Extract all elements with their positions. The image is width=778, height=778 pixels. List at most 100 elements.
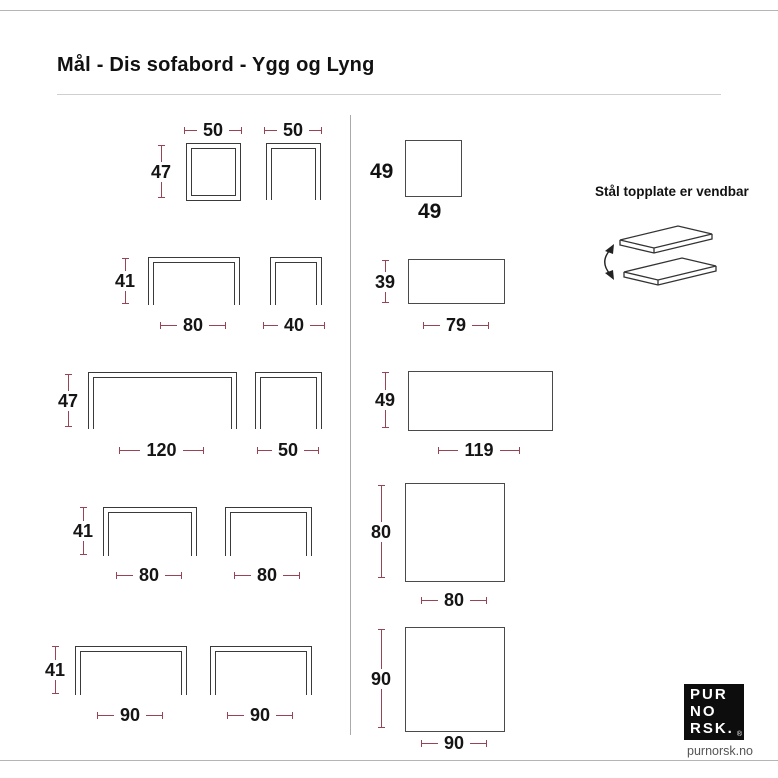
dimension-tick-line — [157, 145, 165, 162]
dimension-tick-line — [165, 571, 182, 579]
logo-line: PUR — [690, 686, 728, 703]
dimension-value: 47 — [150, 161, 172, 182]
dimension-tick-line — [229, 126, 242, 134]
column-divider — [350, 115, 351, 735]
dimension-label: 41 — [68, 507, 98, 555]
dimension-value: 80 — [443, 590, 465, 610]
dimension-tick-line — [470, 596, 487, 604]
dimension-tick-line — [377, 629, 385, 669]
bottom-rule — [0, 760, 778, 761]
dimension-value: 80 — [138, 565, 160, 585]
dimension-tick-line — [119, 446, 141, 454]
dimension-label: 90 — [97, 705, 163, 725]
dimension-label: 80 — [160, 315, 226, 335]
reversible-plate-illustration — [598, 220, 733, 300]
dimension-value: 49 — [374, 390, 396, 410]
logo-line: NO — [690, 702, 717, 720]
dimension-value: 120 — [146, 440, 177, 460]
dimension-label: 90 — [366, 629, 396, 728]
dimension-label: 47 — [146, 145, 176, 198]
dimension-tick-line — [64, 410, 72, 427]
dimension-label: 50 — [257, 440, 319, 460]
table-side-view — [210, 646, 312, 695]
dimension-tick-line — [182, 446, 205, 454]
dimension-tick-line — [97, 711, 114, 719]
dimension-tick-line — [377, 541, 385, 578]
dimension-value: 90 — [119, 705, 141, 725]
dimension-tick-line — [121, 258, 129, 271]
dimension-tick-line — [116, 571, 133, 579]
dimension-tick-line — [234, 571, 251, 579]
dimension-label: 79 — [423, 315, 489, 335]
table-front-view — [186, 143, 241, 201]
dimension-value: 79 — [445, 315, 467, 335]
title-underline — [57, 94, 721, 95]
dimension-value: 90 — [443, 733, 465, 753]
tabletop-rect — [405, 483, 505, 582]
dimension-label: 50 — [184, 120, 242, 140]
dimension-tick-line — [381, 260, 389, 272]
website-text: purnorsk.no — [687, 744, 754, 758]
dimension-tick-line — [276, 711, 293, 719]
dimension-label: 120 — [119, 440, 205, 460]
reversible-note: Stål topplate er vendbar — [595, 184, 749, 199]
dimension-value: 41 — [44, 660, 66, 680]
dimension-tick-line — [377, 485, 385, 522]
dimension-label: 90 — [227, 705, 293, 725]
dimension-value: 47 — [57, 390, 79, 411]
dimension-label: 80 — [366, 485, 396, 578]
dimension-tick-line — [209, 321, 226, 329]
dimension-tick-line — [184, 126, 197, 134]
dimension-tick-line — [263, 321, 278, 329]
dimension-tick-line — [377, 688, 385, 728]
dimension-value: 41 — [114, 271, 136, 291]
dimension-label: 39 — [370, 260, 400, 303]
dimension-tick-line — [309, 126, 322, 134]
dimension-label: 90 — [421, 733, 487, 753]
dimension-tick-line — [423, 321, 440, 329]
dimension-value: 80 — [182, 315, 204, 335]
dimension-value: 90 — [249, 705, 271, 725]
dimension-label: 47 — [53, 374, 83, 427]
dimension-value: 50 — [282, 120, 304, 140]
dimension-label: 80 — [234, 565, 300, 585]
dimension-value: 80 — [256, 565, 278, 585]
dimension-value: 90 — [370, 668, 392, 689]
dimension-tick-line — [381, 291, 389, 303]
dimension-label: 80 — [421, 590, 487, 610]
dimension-value: 50 — [202, 120, 224, 140]
tabletop-rect — [408, 259, 505, 304]
dimension-tick-line — [304, 446, 319, 454]
dimension-value: 41 — [72, 521, 94, 541]
tabletop-rect — [405, 627, 505, 732]
dimension-label: 50 — [264, 120, 322, 140]
dimension-tick-line — [381, 410, 389, 428]
registered-mark: ® — [736, 731, 742, 738]
dimension-label: 41 — [40, 646, 70, 694]
dimension-label: 119 — [438, 440, 521, 460]
table-front-view — [88, 372, 237, 429]
dimension-tick-line — [79, 541, 87, 555]
dimension-tick-line — [121, 291, 129, 304]
dimension-value: 50 — [277, 440, 299, 460]
dimension-tick-line — [79, 507, 87, 521]
page-title: Mål - Dis sofabord - Ygg og Lyng — [57, 54, 375, 76]
logo-line: RSK. — [690, 719, 734, 737]
dimension-value: 39 — [374, 271, 396, 292]
dimension-label: 40 — [263, 315, 325, 335]
table-side-view — [225, 507, 312, 556]
table-side-view — [270, 257, 322, 305]
dimension-tick-line — [227, 711, 244, 719]
table-front-view — [148, 257, 240, 305]
dimension-value: 40 — [283, 315, 305, 335]
dimension-tick-line — [283, 571, 300, 579]
dimension-tick-line — [157, 181, 165, 198]
dimension-tick-line — [472, 321, 489, 329]
plates-svg — [604, 225, 717, 286]
table-front-view — [103, 507, 197, 556]
top-rule — [0, 10, 778, 11]
dimension-tick-line — [499, 446, 521, 454]
dimension-tick-line — [381, 372, 389, 390]
dimension-tick-line — [310, 321, 325, 329]
dimension-value: 80 — [370, 521, 392, 542]
